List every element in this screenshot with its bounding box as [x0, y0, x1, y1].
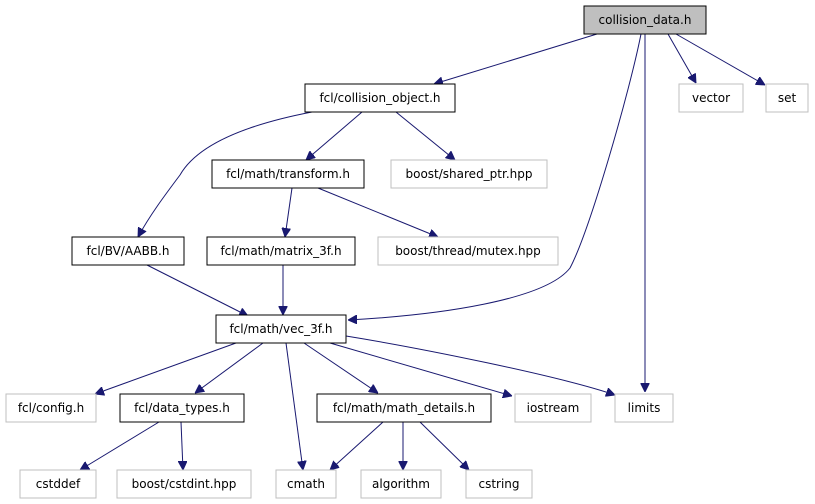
node-cstdint: boost/cstdint.hpp: [116, 469, 252, 499]
nodes: collision_data.h fcl/collision_object.h …: [5, 5, 809, 499]
edge-collision-object-to-shared-ptr: [395, 111, 455, 160]
node-set: set: [765, 83, 809, 113]
node-set-label: set: [778, 91, 797, 105]
node-cmath: cmath: [275, 469, 337, 499]
node-algorithm: algorithm: [360, 469, 442, 499]
node-vec-3f-label: fcl/math/vec_3f.h: [229, 322, 332, 336]
node-data-types-label: fcl/data_types.h: [134, 401, 230, 415]
node-cstddef-label: cstddef: [36, 477, 81, 491]
edge-aabb-to-vec-3f: [146, 264, 248, 316]
node-transform[interactable]: fcl/math/transform.h: [211, 159, 365, 189]
node-cstring: cstring: [465, 469, 533, 499]
node-config: fcl/config.h: [5, 393, 97, 423]
node-matrix-3f-label: fcl/math/matrix_3f.h: [220, 244, 341, 258]
edge-collision-data-to-collision-object: [434, 33, 598, 84]
node-transform-label: fcl/math/transform.h: [226, 167, 350, 181]
edge-data-types-to-cstddef: [80, 421, 160, 470]
edge-collision-data-to-vec-3f: [348, 33, 642, 320]
edge-collision-object-to-aabb: [138, 111, 313, 237]
node-limits: limits: [614, 393, 674, 423]
node-mutex-label: boost/thread/mutex.hpp: [395, 244, 541, 258]
node-cstdint-label: boost/cstdint.hpp: [132, 477, 237, 491]
edge-vec-3f-to-data-types: [195, 342, 264, 393]
node-data-types[interactable]: fcl/data_types.h: [119, 393, 245, 423]
edge-collision-data-to-set: [675, 33, 765, 85]
node-shared-ptr: boost/shared_ptr.hpp: [390, 159, 548, 189]
edge-collision-data-to-vector: [667, 33, 696, 83]
node-vector-label: vector: [692, 91, 730, 105]
edge-math-details-to-cstring: [419, 421, 469, 470]
node-collision-object[interactable]: fcl/collision_object.h: [304, 83, 456, 113]
edge-vec-3f-to-iostream: [329, 342, 512, 396]
edge-collision-object-to-transform: [306, 111, 363, 160]
edge-vec-3f-to-math-details: [303, 342, 378, 393]
node-math-details-label: fcl/math/math_details.h: [333, 401, 475, 415]
node-aabb-label: fcl/BV/AABB.h: [87, 244, 170, 258]
edge-math-details-to-cmath: [330, 421, 384, 470]
edge-vec-3f-to-limits: [345, 335, 615, 395]
node-algorithm-label: algorithm: [372, 477, 430, 491]
node-limits-label: limits: [628, 401, 661, 415]
edge-vec-3f-to-cmath: [285, 342, 303, 470]
edge-transform-to-mutex: [317, 187, 438, 237]
edge-transform-to-matrix-3f: [285, 187, 293, 237]
node-mutex: boost/thread/mutex.hpp: [377, 236, 559, 266]
edge-data-types-to-cstdint: [181, 421, 183, 470]
node-iostream: iostream: [514, 393, 592, 423]
node-vector: vector: [678, 83, 744, 113]
node-collision-data-label: collision_data.h: [599, 13, 692, 27]
edge-vec-3f-to-config: [95, 342, 237, 394]
node-vec-3f[interactable]: fcl/math/vec_3f.h: [215, 314, 347, 344]
node-aabb[interactable]: fcl/BV/AABB.h: [71, 236, 185, 266]
node-cstddef: cstddef: [19, 469, 97, 499]
node-cstring-label: cstring: [478, 477, 519, 491]
node-config-label: fcl/config.h: [18, 401, 84, 415]
node-math-details[interactable]: fcl/math/math_details.h: [316, 393, 492, 423]
node-matrix-3f[interactable]: fcl/math/matrix_3f.h: [206, 236, 356, 266]
node-shared-ptr-label: boost/shared_ptr.hpp: [406, 167, 533, 181]
node-cmath-label: cmath: [287, 477, 325, 491]
node-collision-data[interactable]: collision_data.h: [583, 5, 707, 35]
node-collision-object-label: fcl/collision_object.h: [319, 91, 440, 105]
edges: [80, 33, 765, 470]
node-iostream-label: iostream: [527, 401, 580, 415]
